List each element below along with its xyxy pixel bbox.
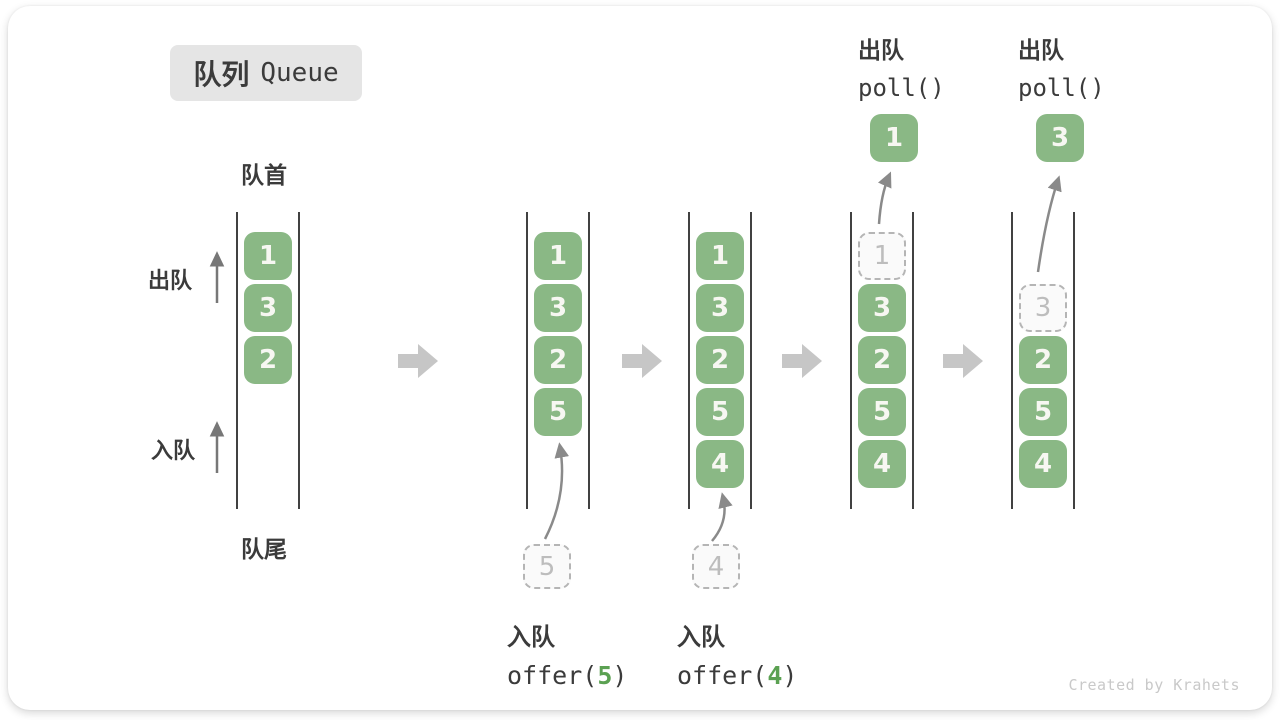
code-argument: 4 bbox=[767, 661, 783, 690]
queue-cell: 1 bbox=[696, 232, 744, 280]
queue-cell: 4 bbox=[1019, 440, 1067, 488]
code-text: offer( bbox=[507, 661, 598, 690]
queue-cell: 5 bbox=[1019, 388, 1067, 436]
queue-cell: 2 bbox=[244, 336, 292, 384]
queue-cell: 2 bbox=[858, 336, 906, 384]
label-dequeue-side: 出队 bbox=[148, 269, 193, 294]
title-zh: 队列 bbox=[193, 58, 250, 91]
incoming-value-box: 5 bbox=[523, 544, 571, 589]
queue-cell: 4 bbox=[696, 440, 744, 488]
code-text: ) bbox=[612, 661, 628, 690]
queue-cell: 5 bbox=[858, 388, 906, 436]
queue-cell: 3 bbox=[858, 284, 906, 332]
label-enqueue-side: 入队 bbox=[151, 439, 196, 464]
dequeue-label-zh: 出队 bbox=[858, 38, 904, 64]
dequeue-operation-label: 出队 poll() bbox=[858, 31, 945, 102]
enqueue-operation-label: 入队 offer(4) bbox=[677, 617, 797, 690]
queue-cell: 3 bbox=[534, 284, 582, 332]
queue-cell: 1 bbox=[534, 232, 582, 280]
enqueue-label-zh: 入队 bbox=[507, 623, 555, 651]
queue-cell: 3 bbox=[696, 284, 744, 332]
code-argument: 5 bbox=[597, 661, 613, 690]
enqueue-operation-label: 入队 offer(5) bbox=[507, 617, 627, 690]
queue-cell-dashed: 3 bbox=[1019, 284, 1067, 332]
queue-cell: 1 bbox=[244, 232, 292, 280]
dequeue-label-code: poll() bbox=[1018, 74, 1105, 102]
queue-cell: 5 bbox=[534, 388, 582, 436]
queue-cell: 4 bbox=[858, 440, 906, 488]
code-text: ) bbox=[782, 661, 798, 690]
queue-cell: 2 bbox=[696, 336, 744, 384]
incoming-value-box: 4 bbox=[692, 544, 740, 589]
enqueue-label-zh: 入队 bbox=[677, 623, 725, 651]
label-queue-rear: 队尾 bbox=[241, 537, 287, 563]
title-box: 队列 Queue bbox=[170, 45, 362, 101]
diagram-card bbox=[8, 6, 1272, 710]
dequeue-label-code: poll() bbox=[858, 74, 945, 102]
enqueue-label-code: offer(5) bbox=[507, 661, 627, 690]
popped-value-box: 1 bbox=[870, 114, 918, 162]
queue-cell: 5 bbox=[696, 388, 744, 436]
queue-cell: 2 bbox=[534, 336, 582, 384]
dequeue-operation-label: 出队 poll() bbox=[1018, 31, 1105, 102]
popped-value-box: 3 bbox=[1036, 114, 1084, 162]
queue-cell: 2 bbox=[1019, 336, 1067, 384]
watermark: Created by Krahets bbox=[1068, 676, 1240, 694]
code-text: offer( bbox=[677, 661, 768, 690]
queue-cell: 3 bbox=[244, 284, 292, 332]
dequeue-label-zh: 出队 bbox=[1018, 38, 1064, 64]
queue-cell-dashed: 1 bbox=[858, 232, 906, 280]
label-queue-front: 队首 bbox=[241, 163, 287, 189]
enqueue-label-code: offer(4) bbox=[677, 661, 797, 690]
title-en: Queue bbox=[260, 58, 339, 88]
